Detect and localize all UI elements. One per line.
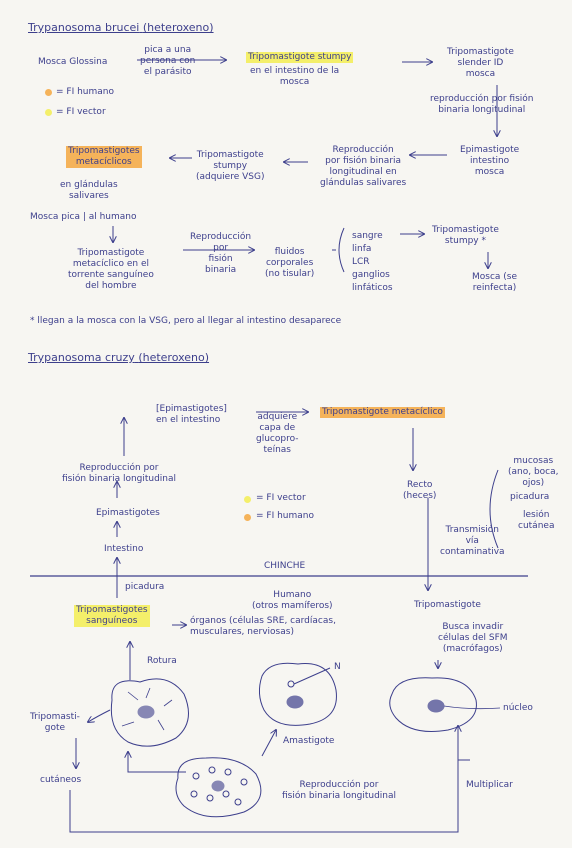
stumpy-highlight: Tripomastigote stumpy [246, 52, 354, 63]
yellow-dot-icon [244, 496, 251, 503]
tripo-gote: Tripomasti- gote [30, 712, 80, 733]
sitios: sangre linfa LCR ganglios linfáticos [352, 231, 393, 293]
orange-dot-icon [45, 89, 52, 96]
repro-2: Reproducción por fisión binaria longitud… [62, 463, 177, 484]
nucleo: núcleo [503, 703, 533, 713]
repro1: reproducción por fisión binaria longitud… [430, 94, 534, 115]
recto: Recto (heces) [403, 480, 437, 501]
lesion: lesión cutánea [518, 510, 555, 531]
picadura: picadura [125, 582, 165, 592]
cutaneos: cutáneos [40, 775, 82, 785]
macrophage-cell [389, 677, 477, 732]
brace-right [489, 469, 499, 549]
chinche: CHINCHE [264, 561, 306, 571]
arrow-amast-cell [261, 730, 276, 757]
n-label: N [334, 662, 341, 672]
fluidos: fluidos corporales (no tisular) [265, 247, 315, 279]
metaciclico-highlight: Tripomastigotes metacíclicos [66, 146, 142, 168]
title-note: (heteroxeno) [142, 21, 214, 34]
ruptured-cell [110, 678, 189, 747]
title-note: (heteroxeno) [138, 351, 210, 364]
slender: Tripomastigote slender ID mosca [447, 47, 514, 79]
repro2: Reproducción por fisión binaria longitud… [320, 145, 407, 188]
pica-label: pica a una persona con el parásito [140, 45, 196, 77]
title-text: Trypanosoma cruzy [28, 351, 135, 364]
tripo: Tripomastigote [414, 600, 481, 610]
repro3: Reproducción por fisión binaria [190, 232, 252, 275]
legend-vector-2: = FI vector [256, 493, 306, 503]
intestino: Intestino [104, 544, 144, 554]
metac-torrente: Tripomastigote metacíclico en el torrent… [68, 248, 154, 291]
legend-humano-1: = FI humano [56, 87, 114, 97]
arrow-repro-up [128, 752, 186, 773]
transmision: Transmisión vía contaminativa [440, 525, 505, 557]
picadura-r: picadura [510, 492, 550, 502]
epi-intestino: Epimastigote intestino mosca [460, 145, 520, 177]
epi-intestino-2: [Epimastigotes] en el intestino [156, 404, 227, 425]
stumpy-vsg: Tripomastigote stumpy (adquiere VSG) [196, 150, 265, 182]
epimastigotes: Epimastigotes [96, 508, 160, 518]
yellow-dot-icon [45, 109, 52, 116]
arrow-cell-tripo [88, 709, 111, 722]
stumpy-sub: en el intestino de la mosca [250, 66, 340, 87]
amastigote-cell [175, 757, 262, 818]
repro-amast: Reproducción por fisión binaria longitud… [282, 780, 397, 801]
busca: Busca invadir células del SFM (macrófago… [438, 622, 508, 654]
organos: órganos (células SRE, cardíacas, muscula… [190, 616, 336, 637]
title-text: Trypanosoma brucei [28, 21, 140, 34]
mosca-reinfecta: Mosca (se reinfecta) [472, 272, 518, 293]
legend-humano-2: = FI humano [256, 511, 314, 521]
host-cell [258, 662, 337, 726]
humano: Humano (otros mamíferos) [252, 590, 333, 611]
loop-bottom [69, 726, 458, 833]
metaciclico-2: Tripomastigote metacíclico [320, 407, 445, 418]
multiplicar: Multiplicar [466, 780, 513, 790]
cruzi-title: Trypanosoma cruzy (heteroxeno) [28, 352, 209, 363]
legend-vector-1: = FI vector [56, 107, 106, 117]
mosca-pica: Mosca pica | al humano [30, 212, 137, 222]
glandulas: en glándulas salivares [60, 180, 118, 201]
amastigote: Amastigote [283, 736, 335, 746]
sanguineos: Tripomastigotes sanguíneos [74, 605, 150, 627]
nota: * llegan a la mosca con la VSG, pero al … [30, 316, 342, 326]
brace [332, 227, 345, 273]
mosca-glossina: Mosca Glossina [38, 57, 108, 67]
orange-dot-icon [244, 514, 251, 521]
mucosas: mucosas (ano, boca, ojos) [508, 456, 559, 488]
stumpy3: Tripomastigote stumpy * [432, 225, 499, 246]
rotura: Rotura [147, 656, 177, 666]
adquiere: adquiere capa de glucopro- teínas [256, 412, 299, 455]
brucei-title: Trypanosoma brucei (heteroxeno) [28, 22, 214, 33]
